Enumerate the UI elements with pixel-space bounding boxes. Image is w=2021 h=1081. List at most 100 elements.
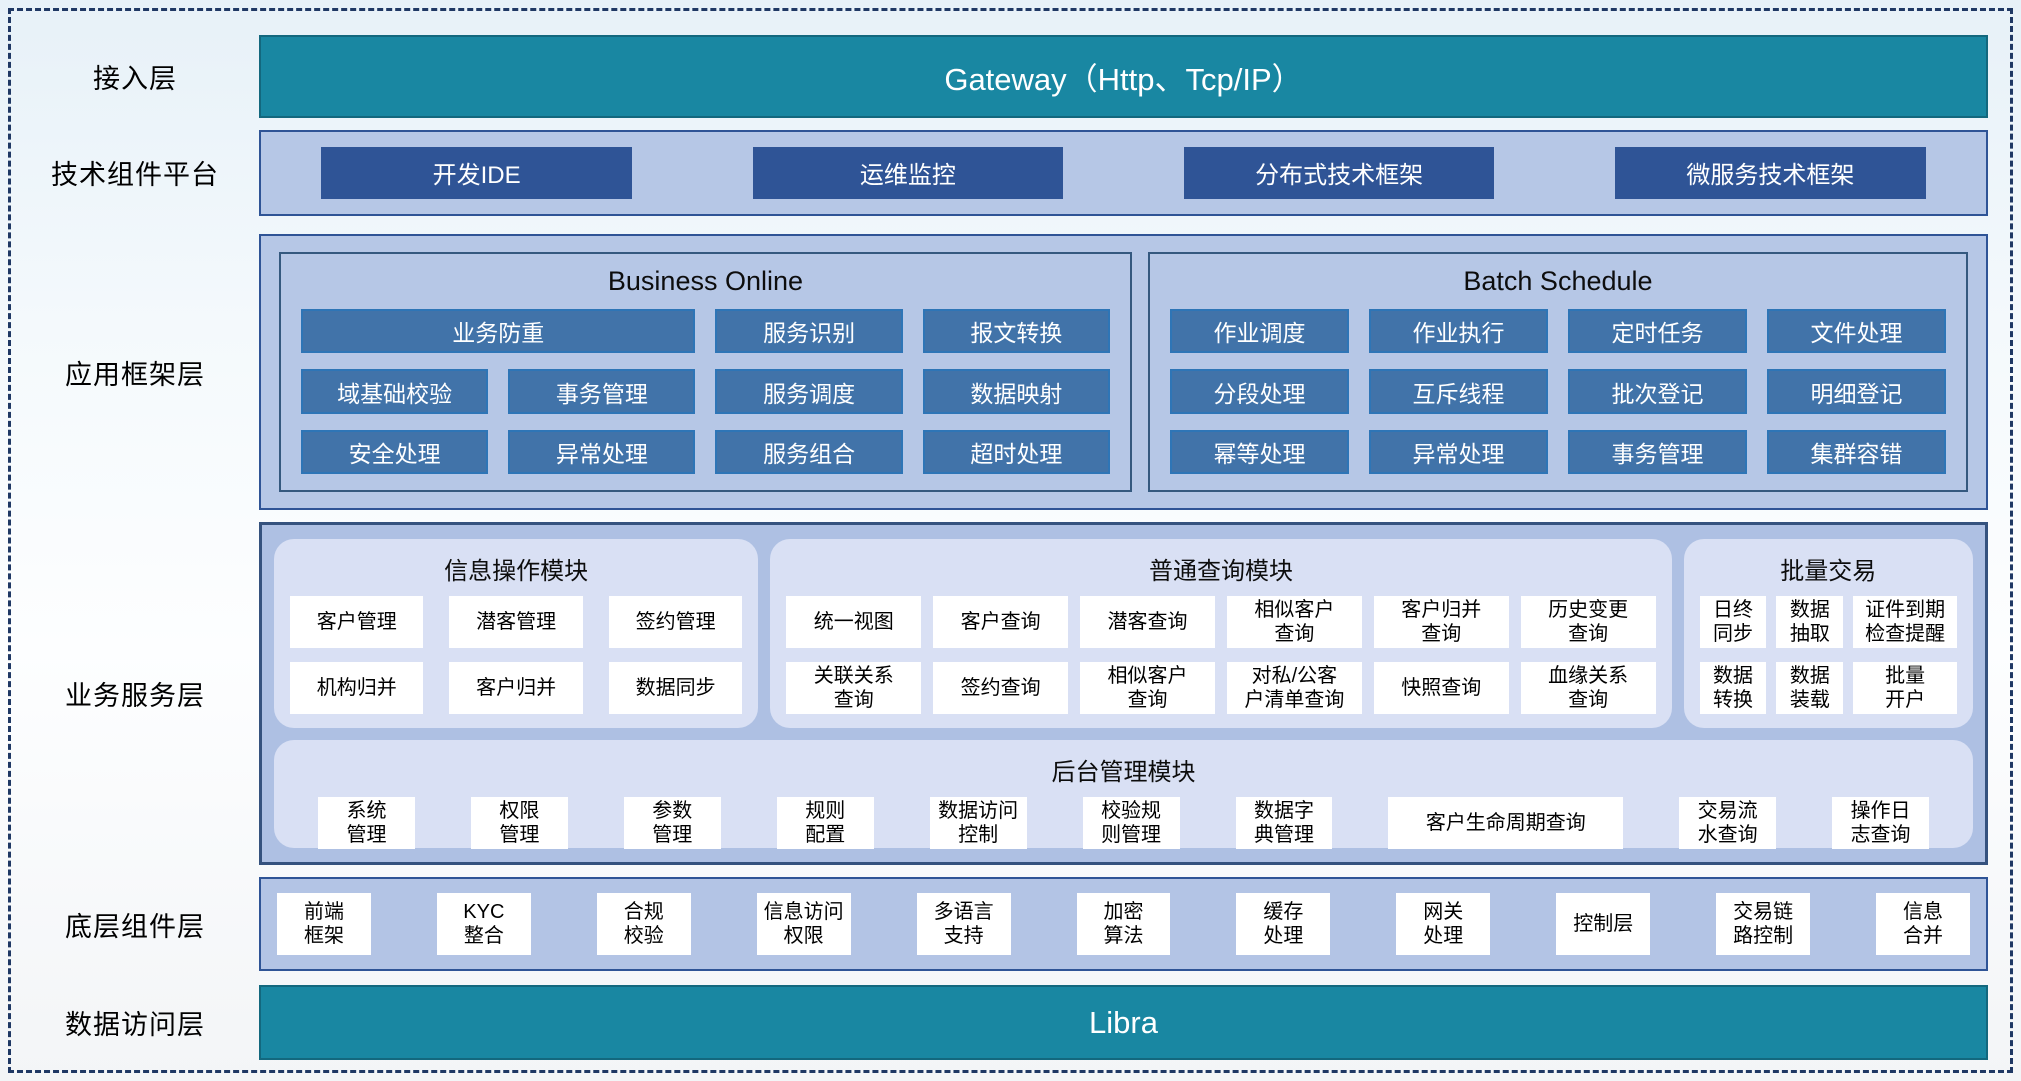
service-item: 数据 抽取 bbox=[1776, 595, 1844, 648]
layer-business-service: 业务服务层 信息操作模块 客户管理 潜客管理 bbox=[11, 521, 1988, 865]
service-item: 签约查询 bbox=[933, 661, 1069, 714]
service-item: 数据同步 bbox=[608, 661, 743, 714]
tech-component-chip: 开发IDE bbox=[321, 146, 632, 199]
business-online-title: Business Online bbox=[607, 266, 804, 297]
service-item: 客户管理 bbox=[290, 595, 424, 648]
admin-item: 权限 管理 bbox=[470, 796, 568, 849]
base-component-item: 交易链 路控制 bbox=[1716, 892, 1811, 956]
info-operations-grid: 客户管理 潜客管理 签约管理 机构归并 客户归并 bbox=[290, 595, 743, 714]
admin-item: 校验规 则管理 bbox=[1082, 796, 1180, 849]
tech-platform-container: 开发IDE 运维监控 分布式技术框架 微服务技术框架 bbox=[259, 129, 1988, 217]
admin-module-grid: 系统 管理 权限 管理 参数 管理 规则 配置 数据访问 控制 校验规 则管理 bbox=[290, 796, 1957, 849]
base-component-item: KYC 整合 bbox=[436, 892, 531, 956]
batch-schedule-panel: Batch Schedule 作业调度 作业执行 定时任务 文件处理 bbox=[1147, 252, 1968, 492]
base-component-item: 控制层 bbox=[1556, 892, 1651, 956]
layer-tech-platform: 技术组件平台 开发IDE 运维监控 分布式技术框架 微服务技术框架 bbox=[11, 129, 1988, 217]
layer-label-business-service: 业务服务层 bbox=[65, 680, 205, 711]
service-item: 快照查询 bbox=[1373, 661, 1509, 714]
layer-label-data-access: 数据访问层 bbox=[65, 1010, 205, 1041]
dashed-frame: 接入层 Gateway（Http、Tcp/IP） 技术组件平台 开发IDE 运维… bbox=[8, 8, 2013, 1073]
app-framework-container: Business Online 业务防重 服务识别 报文转换 域基础校验 bbox=[259, 234, 1988, 510]
layer-label-base-components: 底层组件层 bbox=[65, 911, 205, 942]
framework-feature-chip: 作业执行 bbox=[1368, 309, 1548, 354]
query-module-title: 普通查询模块 bbox=[1148, 557, 1293, 585]
admin-item: 规则 配置 bbox=[776, 796, 874, 849]
framework-feature-chip: 分段处理 bbox=[1169, 369, 1349, 414]
base-component-item: 缓存 处理 bbox=[1236, 892, 1331, 956]
framework-feature-chip: 集群容错 bbox=[1766, 429, 1946, 474]
service-item: 批量 开户 bbox=[1853, 661, 1957, 714]
base-component-item: 多语言 支持 bbox=[916, 892, 1011, 956]
service-item: 血缘关系 查询 bbox=[1520, 661, 1656, 714]
service-item: 数据 装载 bbox=[1776, 661, 1844, 714]
service-item: 历史变更 查询 bbox=[1520, 595, 1656, 648]
framework-feature-chip: 批次登记 bbox=[1567, 369, 1747, 414]
framework-feature-chip: 互斥线程 bbox=[1368, 369, 1548, 414]
framework-feature-chip: 服务识别 bbox=[715, 309, 903, 354]
framework-feature-chip: 事务管理 bbox=[508, 369, 696, 414]
framework-feature-chip: 定时任务 bbox=[1567, 309, 1747, 354]
framework-feature-chip: 异常处理 bbox=[508, 429, 696, 474]
gateway-bar: Gateway（Http、Tcp/IP） bbox=[259, 35, 1988, 118]
batch-schedule-grid: 作业调度 作业执行 定时任务 文件处理 分段处理 互斥线程 bbox=[1169, 309, 1946, 474]
service-item: 证件到期 检查提醒 bbox=[1853, 595, 1957, 648]
service-item: 对私/公客 户清单查询 bbox=[1226, 661, 1362, 714]
base-component-item: 加密 算法 bbox=[1076, 892, 1171, 956]
layer-access: 接入层 Gateway（Http、Tcp/IP） bbox=[11, 35, 1988, 118]
framework-feature-chip: 安全处理 bbox=[301, 429, 489, 474]
batch-trading-grid: 日终 同步 数据 抽取 证件到期 检查提醒 数据 转换 数据 装载 bbox=[1699, 595, 1957, 714]
base-component-item: 网关 处理 bbox=[1396, 892, 1491, 956]
base-component-item: 合规 校验 bbox=[596, 892, 691, 956]
admin-module: 后台管理模块 系统 管理 权限 管理 参数 管理 规则 配置 bbox=[274, 739, 1973, 849]
framework-feature-chip: 文件处理 bbox=[1766, 309, 1946, 354]
service-item: 客户归并 查询 bbox=[1373, 595, 1509, 648]
service-item: 潜客管理 bbox=[449, 595, 583, 648]
framework-feature-chip: 事务管理 bbox=[1567, 429, 1747, 474]
framework-feature-chip: 数据映射 bbox=[922, 369, 1110, 414]
tech-component-chip: 微服务技术框架 bbox=[1615, 146, 1926, 199]
layer-label-app-framework: 应用框架层 bbox=[65, 359, 205, 390]
service-item: 相似客户 查询 bbox=[1226, 595, 1362, 648]
layer-base-components: 底层组件层 前端 框架 KYC 整合 合规 校验 信息访问 权限 多语言 支持 bbox=[11, 876, 1988, 972]
service-modules-row: 信息操作模块 客户管理 潜客管理 签约管理 机构归并 bbox=[274, 538, 1973, 728]
admin-item: 操作日 志查询 bbox=[1832, 796, 1930, 849]
tech-component-chip: 运维监控 bbox=[752, 146, 1064, 199]
business-online-panel: Business Online 业务防重 服务识别 报文转换 域基础校验 bbox=[279, 252, 1132, 492]
framework-feature-chip: 服务组合 bbox=[715, 429, 903, 474]
service-item: 关联关系 查询 bbox=[786, 661, 922, 714]
libra-bar: Libra bbox=[259, 985, 1988, 1061]
admin-item: 参数 管理 bbox=[623, 796, 721, 849]
service-item: 客户查询 bbox=[933, 595, 1069, 648]
service-item: 相似客户 查询 bbox=[1080, 661, 1215, 714]
info-operations-module: 信息操作模块 客户管理 潜客管理 签约管理 机构归并 bbox=[274, 538, 759, 728]
service-item: 客户归并 bbox=[449, 661, 583, 714]
admin-item: 系统 管理 bbox=[318, 796, 415, 849]
framework-feature-chip: 服务调度 bbox=[715, 369, 903, 414]
framework-feature-chip: 业务防重 bbox=[301, 309, 696, 354]
admin-item: 客户生命周期查询 bbox=[1388, 796, 1624, 849]
service-item: 数据 转换 bbox=[1699, 661, 1767, 714]
base-component-item: 信息访问 权限 bbox=[756, 892, 851, 956]
layer-app-framework: 应用框架层 Business Online 业务防重 服务识别 报文转换 bbox=[11, 234, 1988, 510]
service-item: 潜客查询 bbox=[1080, 595, 1215, 648]
admin-module-title: 后台管理模块 bbox=[1051, 758, 1196, 786]
batch-schedule-title: Batch Schedule bbox=[1463, 266, 1653, 297]
service-item: 签约管理 bbox=[608, 595, 743, 648]
business-service-container: 信息操作模块 客户管理 潜客管理 签约管理 机构归并 bbox=[259, 521, 1988, 865]
query-module: 普通查询模块 统一视图 客户查询 潜客查询 相似客户 查询 bbox=[770, 538, 1672, 728]
admin-item: 数据访问 控制 bbox=[929, 796, 1027, 849]
framework-feature-chip: 异常处理 bbox=[1368, 429, 1548, 474]
layer-label-access: 接入层 bbox=[93, 63, 177, 94]
layer-data-access: 数据访问层 Libra bbox=[11, 985, 1988, 1061]
service-item: 统一视图 bbox=[786, 595, 922, 648]
batch-trading-module: 批量交易 日终 同步 数据 抽取 证件到期 检查提醒 数据 bbox=[1683, 538, 1973, 728]
business-online-grid: 业务防重 服务识别 报文转换 域基础校验 事务管理 服务调度 bbox=[301, 309, 1110, 474]
service-item: 机构归并 bbox=[290, 661, 424, 714]
query-module-grid: 统一视图 客户查询 潜客查询 相似客户 查询 客户归并 查询 bbox=[786, 595, 1656, 714]
base-component-item: 前端 框架 bbox=[277, 892, 371, 956]
batch-trading-title: 批量交易 bbox=[1780, 557, 1877, 585]
framework-feature-chip: 超时处理 bbox=[922, 429, 1110, 474]
framework-feature-chip: 作业调度 bbox=[1169, 309, 1349, 354]
framework-feature-chip: 域基础校验 bbox=[301, 369, 489, 414]
